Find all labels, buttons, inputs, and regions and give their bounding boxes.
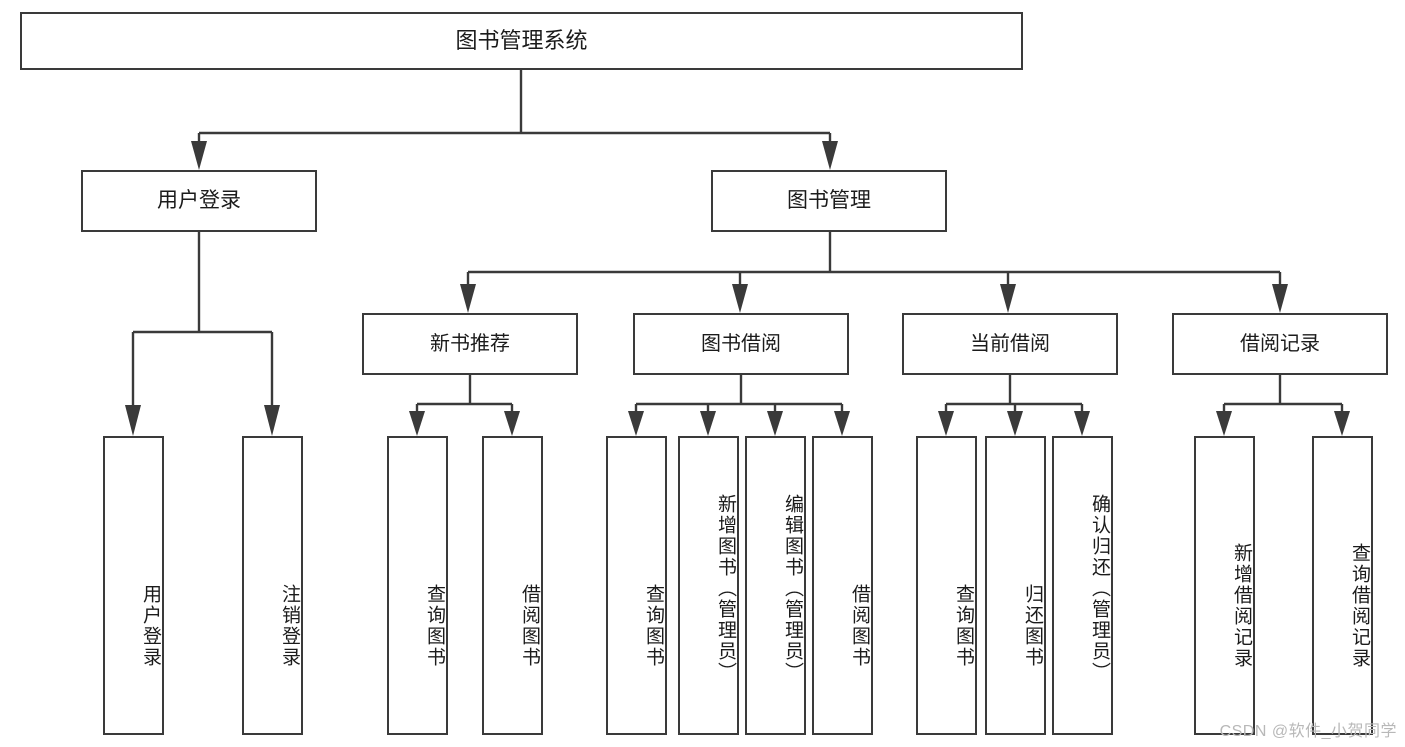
arrow-br-query <box>1334 411 1350 436</box>
arrow-br-add <box>1216 411 1232 436</box>
leaf-cb-confirm-return-admin[interactable]: 确认归还（管理员） <box>1052 436 1113 735</box>
arrow-root-to-user <box>191 141 207 170</box>
arrow-cb-confirm <box>1074 411 1090 436</box>
arrow-root-to-book <box>822 141 838 170</box>
arrow-bb-edit <box>767 411 783 436</box>
arrow-nbr-query <box>409 411 425 436</box>
node-current-borrow[interactable]: 当前借阅 <box>902 313 1118 375</box>
leaf-bb-edit-book-admin[interactable]: 编辑图书（管理员） <box>745 436 806 735</box>
leaf-bb-query-book[interactable]: 查询图书 <box>606 436 667 735</box>
arrow-cb-query <box>938 411 954 436</box>
node-book-management[interactable]: 图书管理 <box>711 170 947 232</box>
leaf-br-query-record[interactable]: 查询借阅记录 <box>1312 436 1373 735</box>
node-book-borrow[interactable]: 图书借阅 <box>633 313 849 375</box>
leaf-user-logout[interactable]: 注销登录 <box>242 436 303 735</box>
node-borrow-record[interactable]: 借阅记录 <box>1172 313 1388 375</box>
node-new-book-recommend[interactable]: 新书推荐 <box>362 313 578 375</box>
arrow-to-borrow-record <box>1272 284 1288 313</box>
arrow-cb-return <box>1007 411 1023 436</box>
leaf-bb-borrow-book[interactable]: 借阅图书 <box>812 436 873 735</box>
arrow-bb-add <box>700 411 716 436</box>
leaf-nbr-query-book[interactable]: 查询图书 <box>387 436 448 735</box>
leaf-bb-add-book-admin[interactable]: 新增图书（管理员） <box>678 436 739 735</box>
leaf-user-login[interactable]: 用户登录 <box>103 436 164 735</box>
node-user-login[interactable]: 用户登录 <box>81 170 317 232</box>
arrow-user-logout <box>264 405 280 436</box>
arrow-bb-borrow <box>834 411 850 436</box>
arrow-to-book-borrow <box>732 284 748 313</box>
arrow-to-new-book <box>460 284 476 313</box>
leaf-br-add-record[interactable]: 新增借阅记录 <box>1194 436 1255 735</box>
leaf-nbr-borrow-book[interactable]: 借阅图书 <box>482 436 543 735</box>
arrow-user-login <box>125 405 141 436</box>
arrow-nbr-borrow <box>504 411 520 436</box>
arrow-to-current-borrow <box>1000 284 1016 313</box>
leaf-cb-query-book[interactable]: 查询图书 <box>916 436 977 735</box>
watermark-text: CSDN @软件_小贺同学 <box>1219 723 1397 740</box>
arrow-bb-query <box>628 411 644 436</box>
leaf-cb-return-book[interactable]: 归还图书 <box>985 436 1046 735</box>
node-root-book-management-system[interactable]: 图书管理系统 <box>20 12 1023 70</box>
